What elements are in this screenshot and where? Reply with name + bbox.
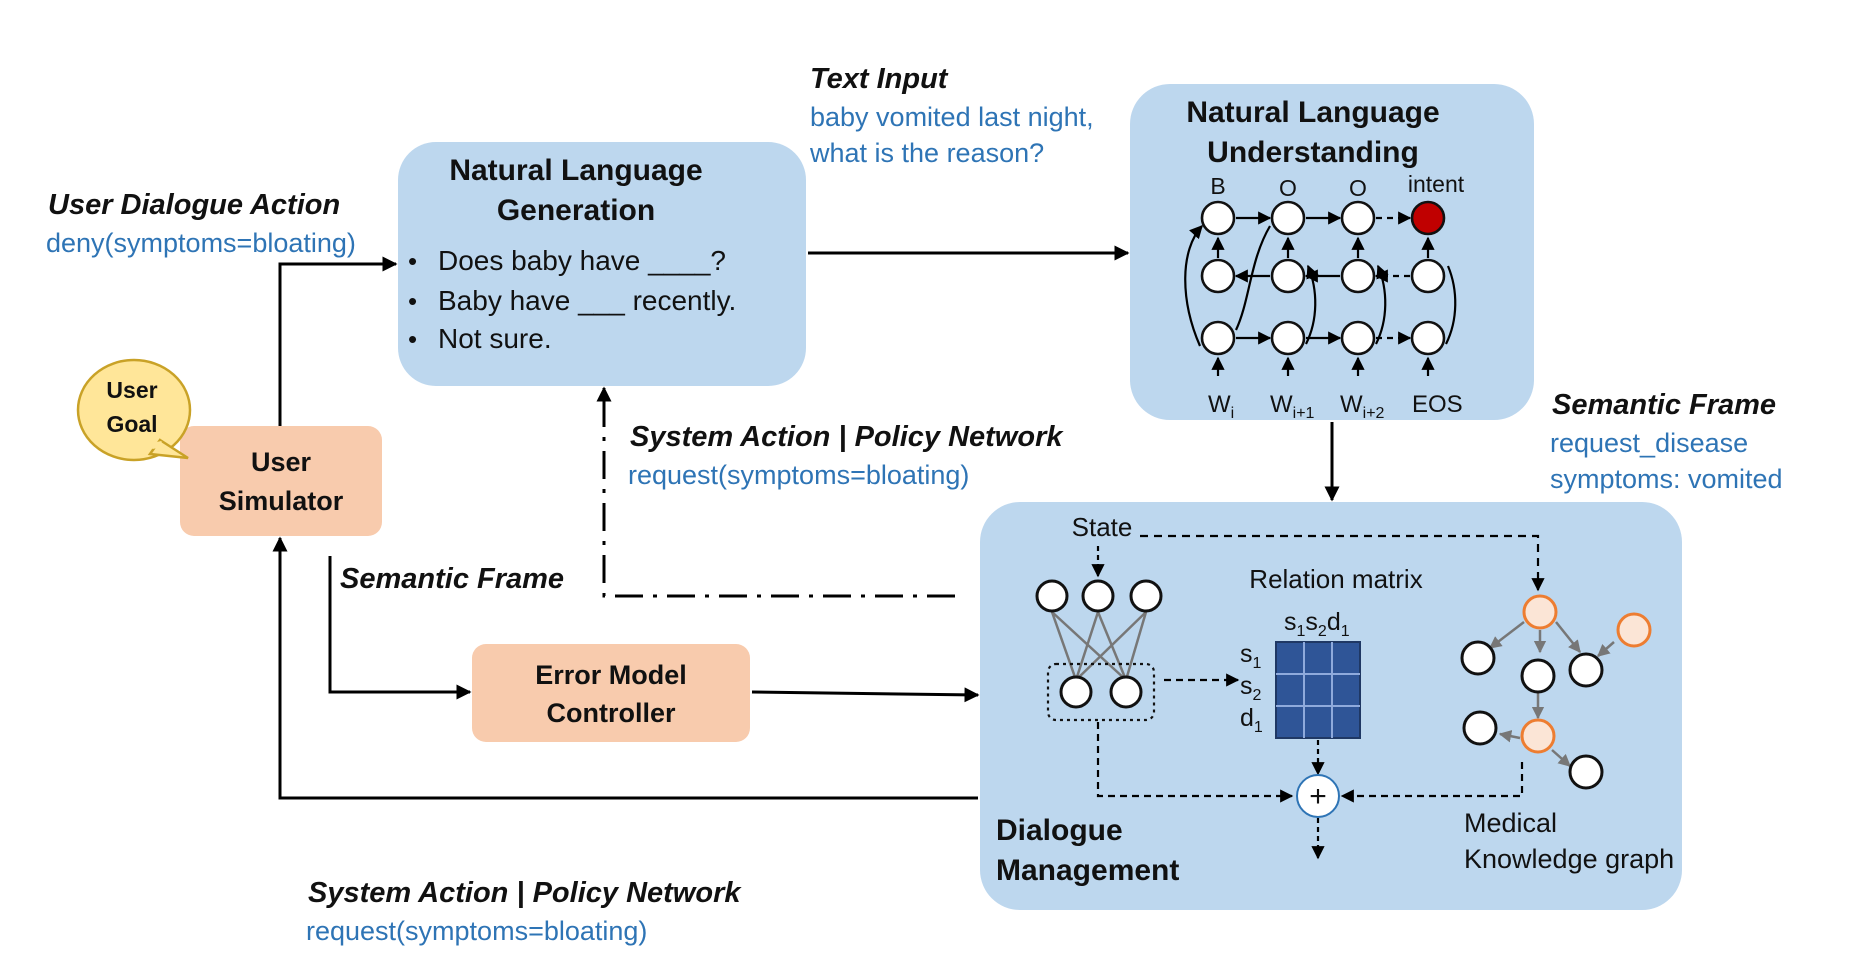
user-goal-line2: Goal [106, 411, 157, 437]
dm-title-line2: Management [996, 854, 1179, 887]
nlu-bottom-label-1: Wi+1 [1270, 391, 1315, 422]
semantic-frame-right-line1: request_disease [1550, 428, 1748, 458]
dm-title-line1: Dialogue [996, 814, 1123, 847]
nlu-top-label-3: intent [1408, 171, 1465, 197]
system-action-top-value: request(symptoms=bloating) [628, 460, 969, 490]
relation-matrix [1275, 641, 1361, 776]
nlg-box [398, 142, 806, 386]
text-input-line1: baby vomited last night, [810, 102, 1094, 132]
user-goal-bubble [76, 358, 192, 462]
nlg-bullet-2-char: • [408, 286, 417, 316]
nlu-top-label-0: B [1210, 173, 1225, 199]
matrix-col-header: s1s2d1 [1284, 608, 1350, 640]
arrow-to-error-model [328, 556, 472, 700]
error-model-line2: Controller [546, 698, 675, 728]
kg-label-line1: Medical [1464, 808, 1557, 838]
nlu-bottom-label-2: Wi+2 [1340, 391, 1385, 422]
nlg-bullet-2: Baby have ___ recently. [438, 285, 736, 316]
relation-matrix-label: Relation matrix [1249, 564, 1422, 594]
error-model-box [472, 644, 750, 742]
plus-node [1296, 774, 1340, 860]
kg-label-line2: Knowledge graph [1464, 844, 1674, 874]
matrix-row-2: d1 [1240, 704, 1263, 736]
arrow-user-to-nlg [278, 256, 398, 426]
plus-symbol: + [1309, 780, 1327, 813]
nlg-title-line1: Natural Language [449, 154, 702, 187]
nlg-bullet-3: Not sure. [438, 323, 552, 354]
arrow-error-to-dm [751, 687, 980, 703]
semantic-frame-right-label: Semantic Frame [1552, 389, 1776, 421]
semantic-frame-right-line2: symptoms: vomited [1550, 464, 1783, 494]
nlu-top-label-2: O [1349, 175, 1367, 201]
user-dialogue-action-label: User Dialogue Action [48, 189, 340, 221]
arrow-dm-to-nlg-dashdot [596, 386, 955, 598]
nlu-box [1130, 84, 1534, 420]
text-input-label: Text Input [810, 63, 949, 95]
state-label: State [1072, 512, 1133, 542]
user-goal-line1: User [106, 377, 157, 403]
nlu-bottom-label-3: EOS [1412, 391, 1463, 418]
user-simulator-box [180, 426, 382, 536]
error-model-line1: Error Model [535, 660, 687, 690]
semantic-frame-left-label: Semantic Frame [340, 563, 564, 595]
nlu-bottom-label-0: Wi [1208, 391, 1234, 422]
nlu-title-line2: Understanding [1207, 136, 1419, 169]
nlg-bullet-1: Does baby have ____? [438, 245, 726, 276]
arrow-dm-to-user [272, 536, 978, 800]
system-action-bottom-value: request(symptoms=bloating) [306, 916, 647, 946]
user-dialogue-action-value: deny(symptoms=bloating) [46, 228, 356, 258]
text-input-line2: what is the reason? [809, 138, 1044, 168]
intent-node [1410, 200, 1446, 236]
matrix-row-1: s2 [1240, 672, 1262, 704]
nlg-bullet-3-char: • [408, 324, 417, 354]
policy-network [1035, 534, 1545, 803]
nlg-title-line2: Generation [497, 194, 655, 227]
user-simulator-line1: User [251, 447, 312, 477]
nlu-title-line1: Natural Language [1186, 96, 1439, 129]
system-action-top-label: System Action | Policy Network [630, 421, 1064, 453]
matrix-row-0: s1 [1240, 640, 1262, 672]
nlu-top-label-1: O [1279, 175, 1297, 201]
knowledge-graph [1460, 594, 1652, 790]
nlg-bullet-1-char: • [408, 246, 417, 276]
nlu-network [1184, 200, 1457, 376]
system-action-bottom-label: System Action | Policy Network [308, 877, 742, 909]
user-simulator-line2: Simulator [219, 486, 344, 516]
